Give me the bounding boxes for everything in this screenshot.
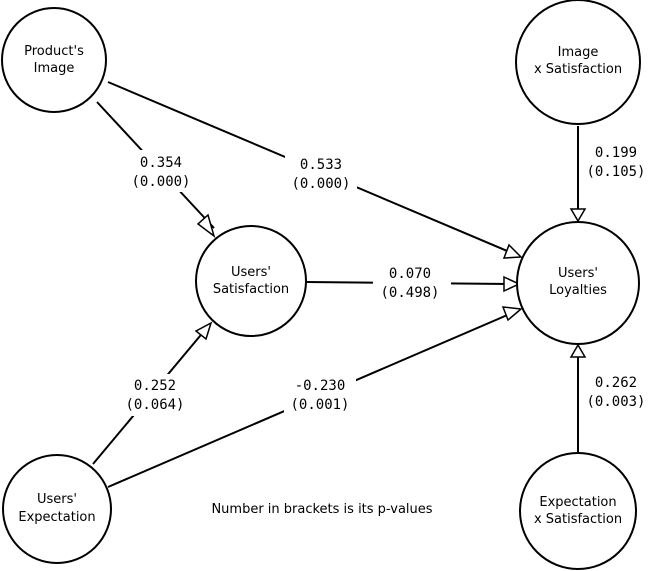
node-circle xyxy=(195,225,307,337)
arrowhead-satisfaction-loyalties xyxy=(503,275,521,293)
node-label-line2: x Satisfaction xyxy=(534,512,622,527)
node-label-line2: x Satisfaction xyxy=(534,62,622,77)
arrowhead-image-loyalties xyxy=(502,243,523,259)
node-label-line2: Image xyxy=(34,61,75,76)
coef-imagexsat-loyalties: 0.199 xyxy=(595,145,637,161)
coef-image-loyalties: 0.533 xyxy=(300,157,342,173)
node-label-line1: Users' xyxy=(231,265,271,280)
edge-labels: 0.354 (0.000) 0.533 (0.000) 0.070 (0.498… xyxy=(122,145,646,416)
edges xyxy=(92,81,587,488)
coef-expectation-loyalties: -0.230 xyxy=(295,378,346,394)
node-users-satisfaction: Users' Satisfaction xyxy=(195,225,307,337)
label-bg-image-loyalties xyxy=(285,152,357,194)
node-circle xyxy=(516,221,640,345)
coef-image-satisfaction: 0.354 xyxy=(140,155,182,171)
arrowhead-expxsat-loyalties xyxy=(569,343,587,358)
pvalue-image-satisfaction: (0.000) xyxy=(131,174,190,190)
coef-expectation-satisfaction: 0.252 xyxy=(134,378,176,394)
node-expectation-x-satisfaction: Expectation x Satisfaction xyxy=(519,452,637,570)
node-users-expectation: Users' Expectation xyxy=(2,454,112,564)
nodes: Product's Image Users' Satisfaction User… xyxy=(1,0,641,570)
node-label-line1: Image xyxy=(558,45,599,60)
coef-expxsat-loyalties: 0.262 xyxy=(595,375,637,391)
coef-satisfaction-loyalties: 0.070 xyxy=(389,266,431,282)
node-label-line1: Users' xyxy=(558,266,598,281)
arrowhead-imagexsat-loyalties xyxy=(569,208,587,223)
node-users-loyalties: Users' Loyalties xyxy=(516,221,640,345)
arrowhead-image-satisfaction xyxy=(196,213,216,238)
node-label-line1: Expectation xyxy=(539,495,616,510)
pvalue-expxsat-loyalties: (0.003) xyxy=(586,394,645,410)
label-bg-expectation-loyalties xyxy=(284,374,356,416)
label-bg-satisfaction-loyalties xyxy=(373,262,451,304)
node-circle xyxy=(519,452,637,570)
node-products-image: Product's Image xyxy=(1,7,107,113)
pvalue-expectation-satisfaction: (0.064) xyxy=(125,397,184,413)
node-circle xyxy=(1,7,107,113)
pvalue-note: Number in brackets is its p-values xyxy=(211,502,432,517)
node-image-x-satisfaction: Image x Satisfaction xyxy=(515,0,641,125)
node-circle xyxy=(515,0,641,125)
arrowhead-expectation-satisfaction xyxy=(194,321,213,341)
pvalue-imagexsat-loyalties: (0.105) xyxy=(586,164,645,180)
label-bg-expectation-satisfaction xyxy=(122,374,188,416)
node-label-line1: Product's xyxy=(24,44,84,59)
node-label-line2: Loyalties xyxy=(549,283,607,298)
pvalue-expectation-loyalties: (0.001) xyxy=(290,397,349,413)
arrowhead-expectation-loyalties xyxy=(501,306,523,322)
label-bg-image-satisfaction xyxy=(128,150,194,192)
pvalue-satisfaction-loyalties: (0.498) xyxy=(380,285,439,301)
node-label-line2: Expectation xyxy=(18,510,95,525)
node-circle xyxy=(2,454,112,564)
node-label-line2: Satisfaction xyxy=(213,282,289,297)
node-label-line1: Users' xyxy=(37,492,77,507)
pvalue-image-loyalties: (0.000) xyxy=(291,176,350,192)
